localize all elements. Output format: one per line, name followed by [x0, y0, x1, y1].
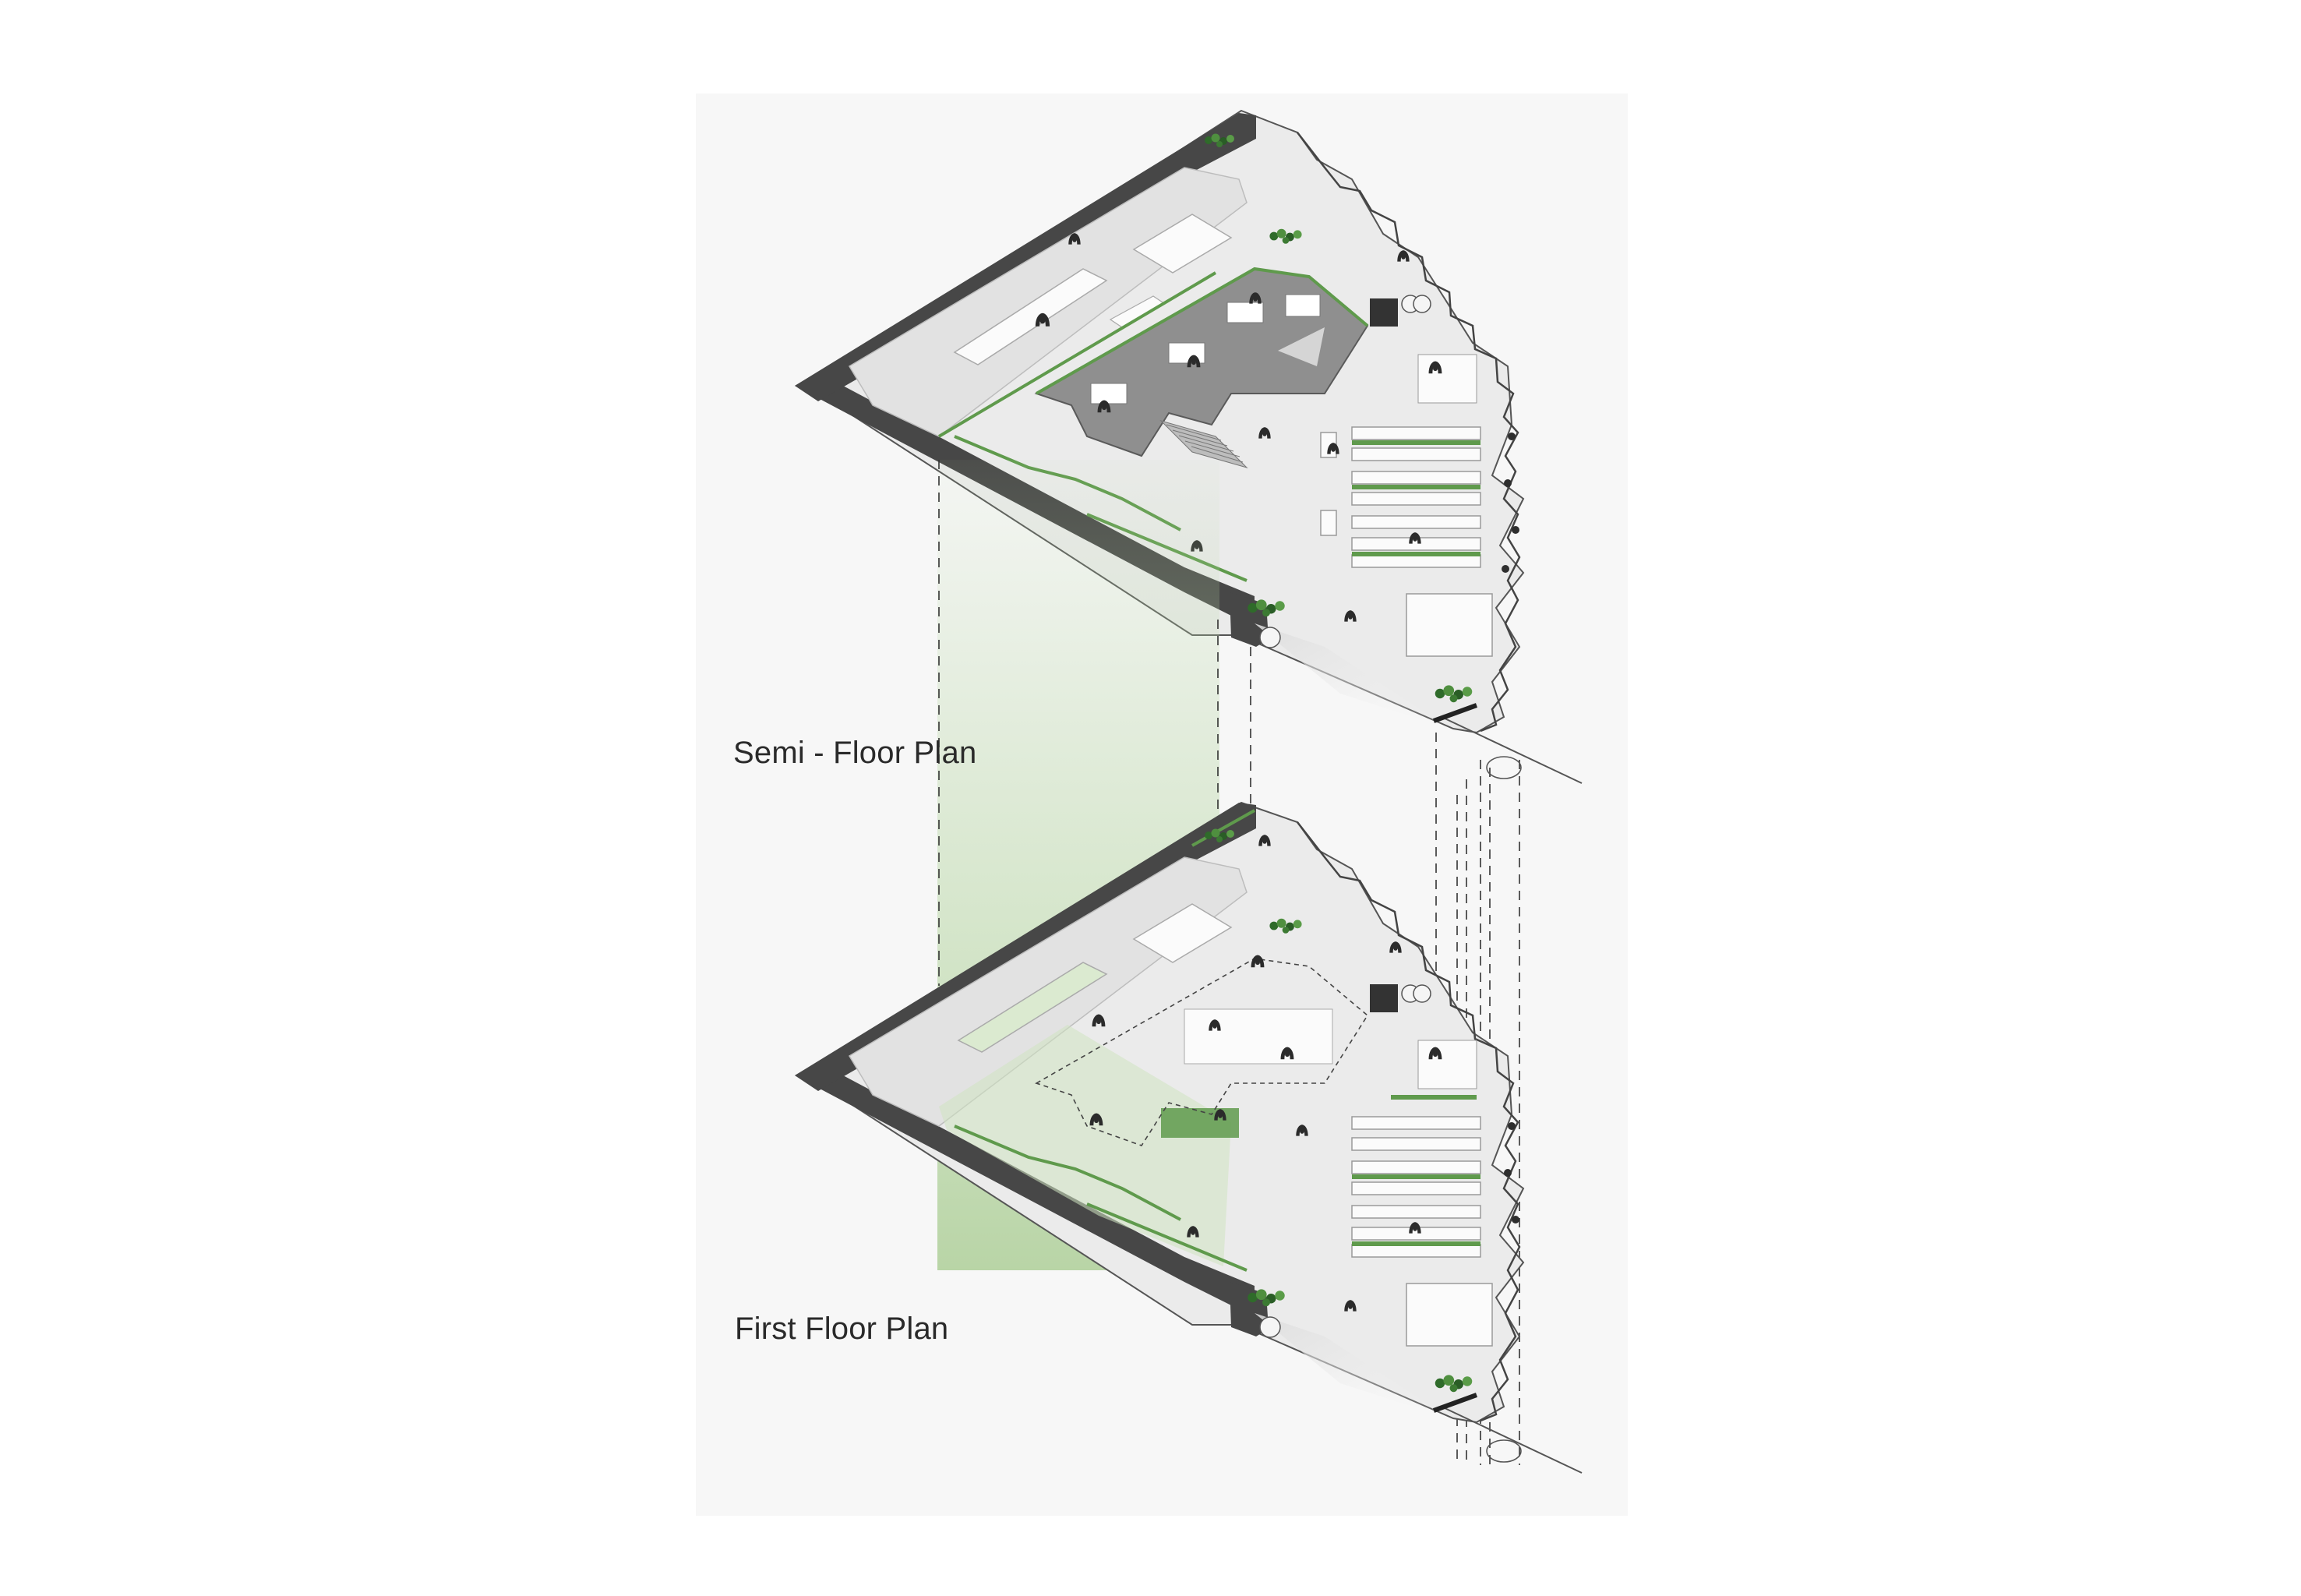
semi-table-planters	[1352, 440, 1480, 556]
first-furniture-block-1	[957, 962, 1108, 1053]
column-cylinder	[1486, 756, 1522, 1463]
semi-furniture-block-2	[1132, 214, 1233, 274]
semi-wall-top	[795, 113, 1256, 401]
first-wall-top	[795, 803, 1256, 1091]
first-green-planter	[1161, 1108, 1239, 1138]
first-planters	[954, 809, 1255, 1272]
semi-platform-table	[1168, 342, 1205, 364]
semi-long-tables	[1320, 426, 1493, 657]
first-sofa	[1417, 1040, 1477, 1089]
semi-ramp	[1441, 716, 1583, 784]
semi-columns	[1259, 295, 1431, 648]
first-shadow	[1255, 1313, 1449, 1418]
semi-sofa	[1417, 354, 1477, 404]
semi-stair-treads	[1166, 424, 1244, 463]
first-ramp	[1441, 1406, 1583, 1474]
first-dashed-outline	[1035, 958, 1369, 1146]
semi-dark-square	[1370, 298, 1398, 327]
semi-curtain-wall	[1297, 132, 1521, 733]
semi-platform-table	[1285, 294, 1321, 317]
first-wall-left	[795, 1062, 1255, 1309]
first-columns	[1259, 984, 1431, 1338]
semi-furniture-block-1	[953, 268, 1108, 365]
first-entrance-bar	[1432, 1393, 1478, 1413]
semi-platform-table	[1090, 383, 1128, 404]
semi-floor-plan-label: Semi - Floor Plan	[733, 736, 977, 770]
first-floor-plan	[795, 801, 1583, 1474]
semi-stair	[1159, 419, 1248, 469]
first-central-table	[1184, 1008, 1333, 1065]
first-table-planters	[1352, 1095, 1480, 1246]
first-long-tables	[1351, 1116, 1493, 1347]
first-dark-square	[1370, 984, 1398, 1012]
first-curtain-wall	[1297, 821, 1521, 1422]
first-posts	[1504, 1122, 1519, 1223]
first-floor-plan-label: First Floor Plan	[735, 1312, 949, 1346]
semi-entrance-bar	[1432, 703, 1478, 723]
semi-shadow	[1255, 623, 1449, 729]
semi-platform-triangle	[1278, 327, 1325, 366]
semi-platform-table	[1226, 302, 1264, 323]
semi-posts	[1502, 433, 1519, 573]
first-furniture-block-2	[1132, 903, 1233, 963]
